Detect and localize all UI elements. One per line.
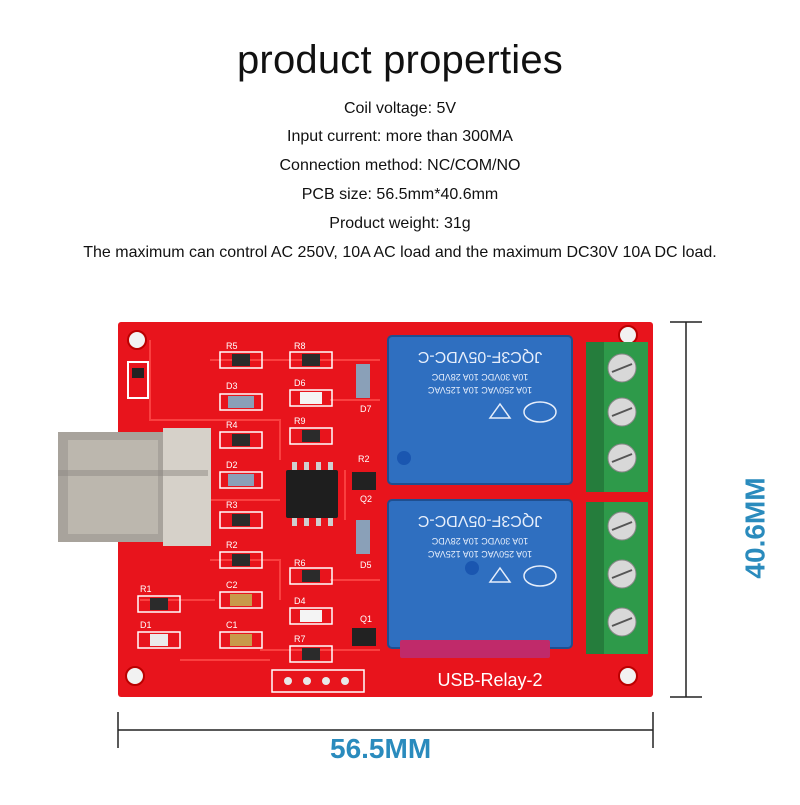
silk-r2a: R2 [226, 540, 238, 550]
silk-q1: Q1 [360, 614, 372, 624]
relay-2: JQC3F-05VDC-C 10A 30VDC 10A 28VDC 10A 25… [387, 499, 573, 649]
terminal-block-1 [586, 342, 648, 492]
silk-r1: R1 [140, 584, 152, 594]
relay-1-model: JQC3F-05VDC-C [418, 348, 542, 365]
silk-c1: C1 [226, 620, 238, 630]
silk-r3: R3 [226, 500, 238, 510]
silk-d7: D7 [360, 404, 372, 414]
board-label: USB-Relay-2 [437, 670, 542, 690]
page-title: product properties [236, 38, 563, 82]
silk-d6: D6 [294, 378, 306, 388]
relay-2-model: JQC3F-05VDC-C [418, 512, 542, 529]
height-dimension-line [670, 321, 702, 698]
silk-q2: Q2 [360, 494, 372, 504]
silk-c2: C2 [226, 580, 238, 590]
silk-d4: D4 [294, 596, 306, 606]
silk-r7: R7 [294, 634, 306, 644]
prop-pcb-size: PCB size: 56.5mm*40.6mm [301, 186, 499, 203]
silk-r2b: R2 [358, 454, 370, 464]
smd-components [127, 351, 376, 663]
silk-d5: D5 [360, 560, 372, 570]
prop-max-load: The maximum can control AC 250V, 10A AC … [83, 244, 717, 261]
width-dimension-line [117, 712, 654, 748]
relay-1: JQC3F-05VDC-C 10A 30VDC 10A 28VDC 10A 25… [387, 335, 573, 485]
silk-r8: R8 [294, 341, 306, 351]
prop-connection-method: Connection method: NC/COM/NO [279, 157, 521, 174]
relay-base-strip [400, 640, 550, 658]
width-dimension-label: 56.5MM [330, 733, 432, 764]
usb-connector [58, 428, 211, 546]
silk-r6: R6 [294, 558, 306, 568]
relay-1-rating-a: 10A 30VDC 10A 28VDC [431, 372, 528, 382]
silk-d2: D2 [226, 460, 238, 470]
relay-2-rating-b: 10A 250VAC 10A 125VAC [427, 549, 532, 559]
height-dimension-label: 40.6MM [739, 477, 771, 579]
prop-coil-voltage: Coil voltage: 5V [343, 100, 457, 117]
silk-d1: D1 [140, 620, 152, 630]
relay-2-rating-a: 10A 30VDC 10A 28VDC [431, 536, 528, 546]
silk-r4: R4 [226, 420, 238, 430]
prop-weight: Product weight: 31g [329, 215, 471, 232]
silkscreen-labels: R5 D3 R4 D2 R3 R2 C2 C1 R1 D1 R8 D6 R9 R… [140, 341, 372, 644]
header-pins [271, 669, 365, 693]
silk-r9: R9 [294, 416, 306, 426]
prop-input-current: Input current: more than 300MA [287, 128, 513, 145]
silk-d3: D3 [226, 381, 238, 391]
silk-r5: R5 [226, 341, 238, 351]
ic-chip [286, 462, 338, 526]
relay-1-rating-b: 10A 250VAC 10A 125VAC [427, 385, 532, 395]
terminal-block-2 [586, 502, 648, 654]
